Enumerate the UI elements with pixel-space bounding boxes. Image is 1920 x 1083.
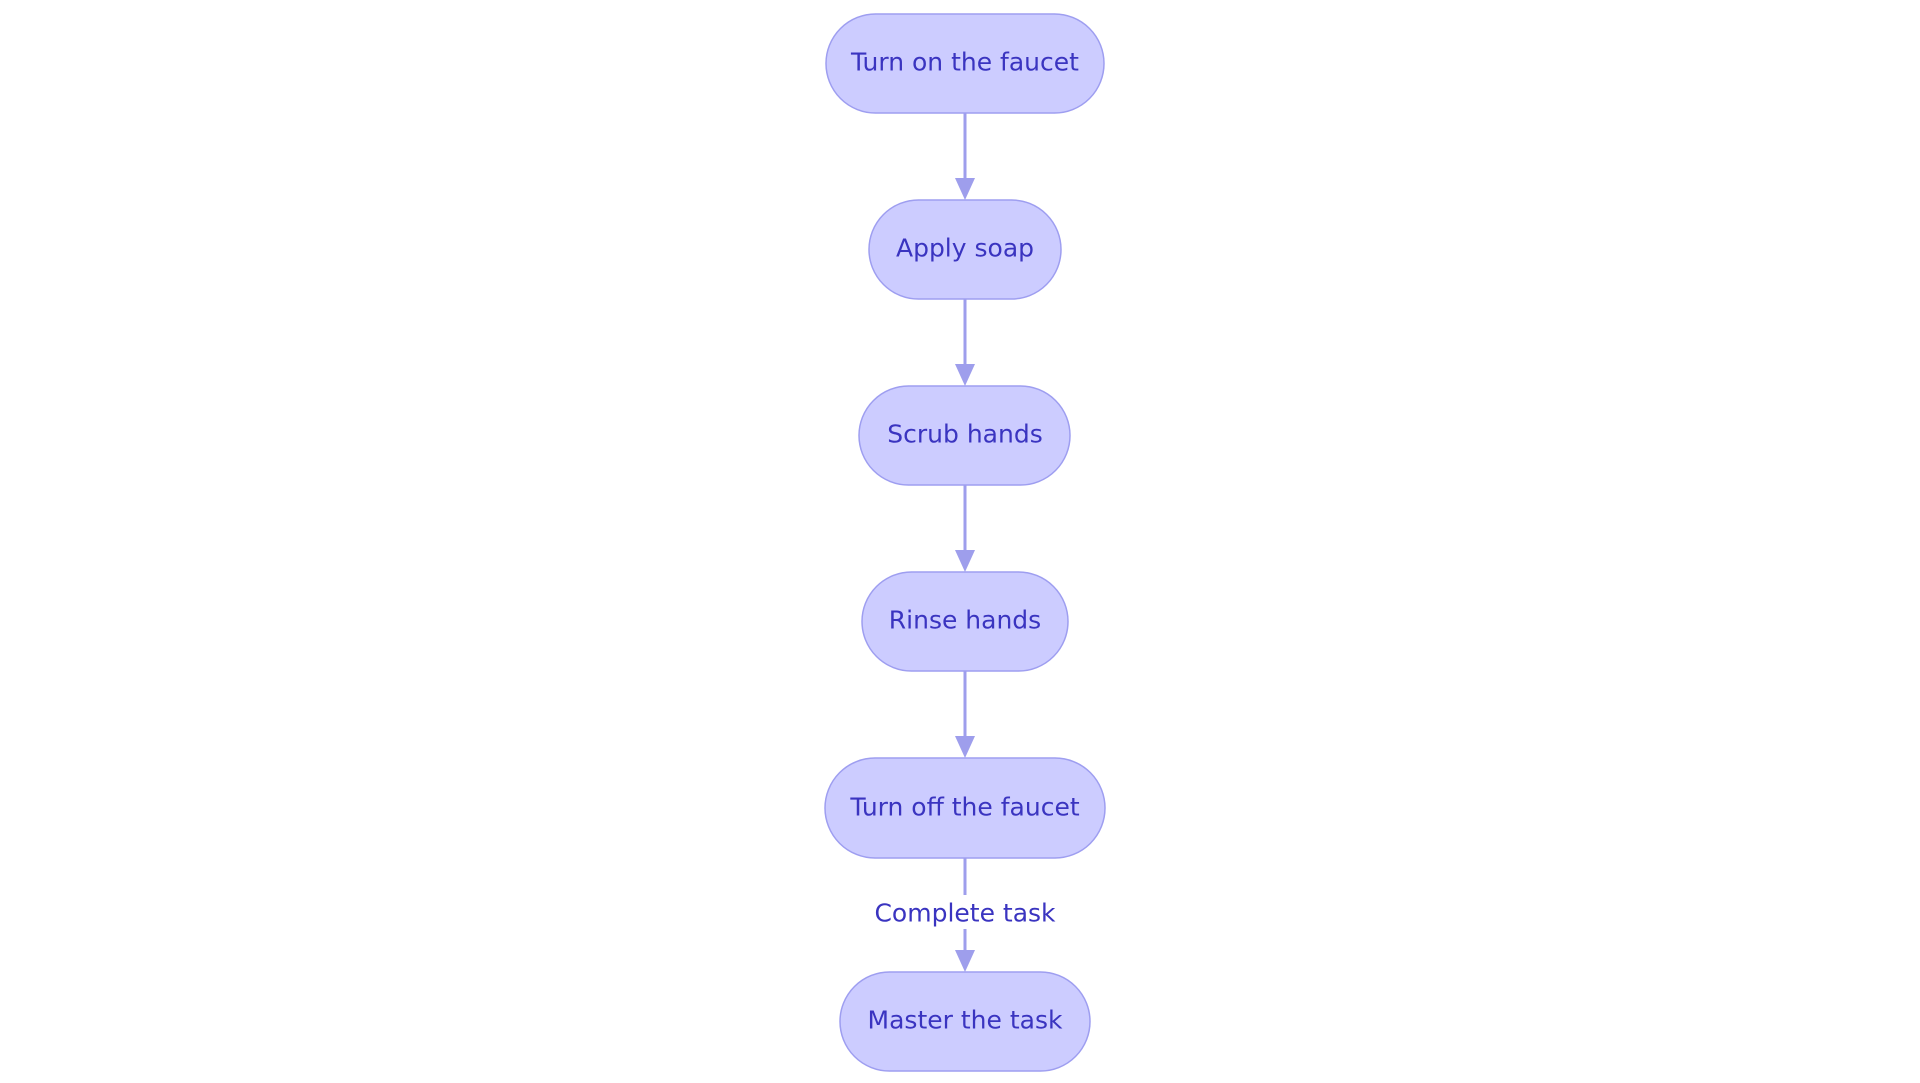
node-master-the-task: Master the task (839, 971, 1091, 1072)
node-label: Turn on the faucet (850, 48, 1079, 77)
edge-turn-on-to-apply-soap (955, 113, 975, 200)
node-label: Master the task (868, 1006, 1063, 1035)
node-shape (825, 13, 1105, 114)
node-turn-on-the-faucet: Turn on the faucet (825, 13, 1105, 114)
edge-scrub-to-rinse (955, 485, 975, 572)
edge-apply-soap-to-scrub (955, 299, 975, 386)
edge-rinse-to-turn-off (955, 671, 975, 758)
node-turn-off-the-faucet: Turn off the faucet (824, 757, 1106, 859)
arrowhead (955, 364, 975, 386)
arrowhead (955, 736, 975, 758)
node-shape (858, 385, 1071, 486)
arrowhead (955, 550, 975, 572)
edge-label-background (878, 895, 1052, 929)
node-rinse-hands: Rinse hands (861, 571, 1069, 672)
arrowhead (955, 950, 975, 972)
node-label: Rinse hands (889, 606, 1041, 635)
node-scrub-hands: Scrub hands (858, 385, 1071, 486)
edge-label-complete-task: Complete task (874, 899, 1056, 928)
node-shape (868, 199, 1062, 300)
node-shape (839, 971, 1091, 1072)
node-shape (824, 757, 1106, 859)
node-label: Apply soap (896, 234, 1034, 263)
node-label: Turn off the faucet (849, 793, 1079, 822)
edge-turn-off-to-master: Complete task (874, 858, 1056, 972)
node-shape (861, 571, 1069, 672)
arrowhead (955, 178, 975, 200)
node-label: Scrub hands (887, 420, 1042, 449)
node-apply-soap: Apply soap (868, 199, 1062, 300)
